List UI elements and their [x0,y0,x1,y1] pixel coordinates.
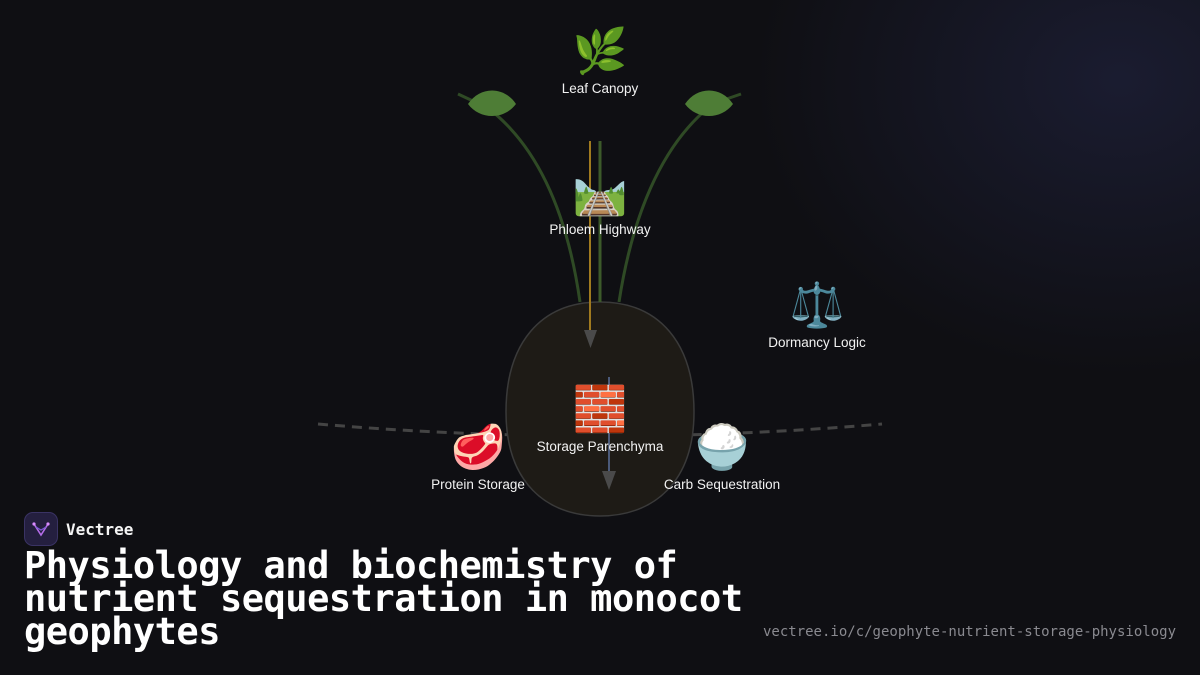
rice-bowl-icon: 🍚 [694,423,750,472]
vectree-logo-icon [24,512,58,546]
protein-storage-label: Protein Storage [431,477,525,492]
source-url[interactable]: vectree.io/c/geophyte-nutrient-storage-p… [762,624,1176,640]
railway-track-icon: 🛤️ [572,168,628,217]
node-carb-sequestration: 🍚 Carb Sequestration [664,422,780,494]
storage-parenchyma-label: Storage Parenchyma [536,439,664,454]
brand-name: Vectree [66,519,134,539]
right-leaf [685,90,733,116]
phloem-highway-label: Phloem Highway [549,222,651,237]
carb-sequestration-label: Carb Sequestration [663,477,781,492]
node-storage-parenchyma: 🧱 Storage Parenchyma [537,384,664,456]
node-phloem-highway: 🛤️ Phloem Highway [549,167,650,239]
balance-scale-icon: ⚖️ [789,281,845,330]
dormancy-logic-label: Dormancy Logic [768,335,866,350]
storage-flow-arrowhead [602,471,616,490]
brand: Vectree [24,512,133,546]
node-leaf-canopy: 🌿 Leaf Canopy [562,26,639,98]
node-protein-storage: 🥩 Protein Storage [431,422,525,494]
brick-icon: 🧱 [572,385,628,434]
node-dormancy-logic: ⚖️ Dormancy Logic [768,280,866,352]
left-stem [487,106,582,303]
bulb-shape [505,301,695,517]
leaf-canopy-label: Leaf Canopy [561,81,639,96]
meat-icon: 🥩 [450,423,506,472]
page-title: Physiology and biochemistry of nutrient … [24,544,743,653]
phloem-arrowhead [584,330,597,348]
right-stem [617,106,709,303]
herb-icon: 🌿 [572,27,628,76]
left-leaf [468,90,516,116]
